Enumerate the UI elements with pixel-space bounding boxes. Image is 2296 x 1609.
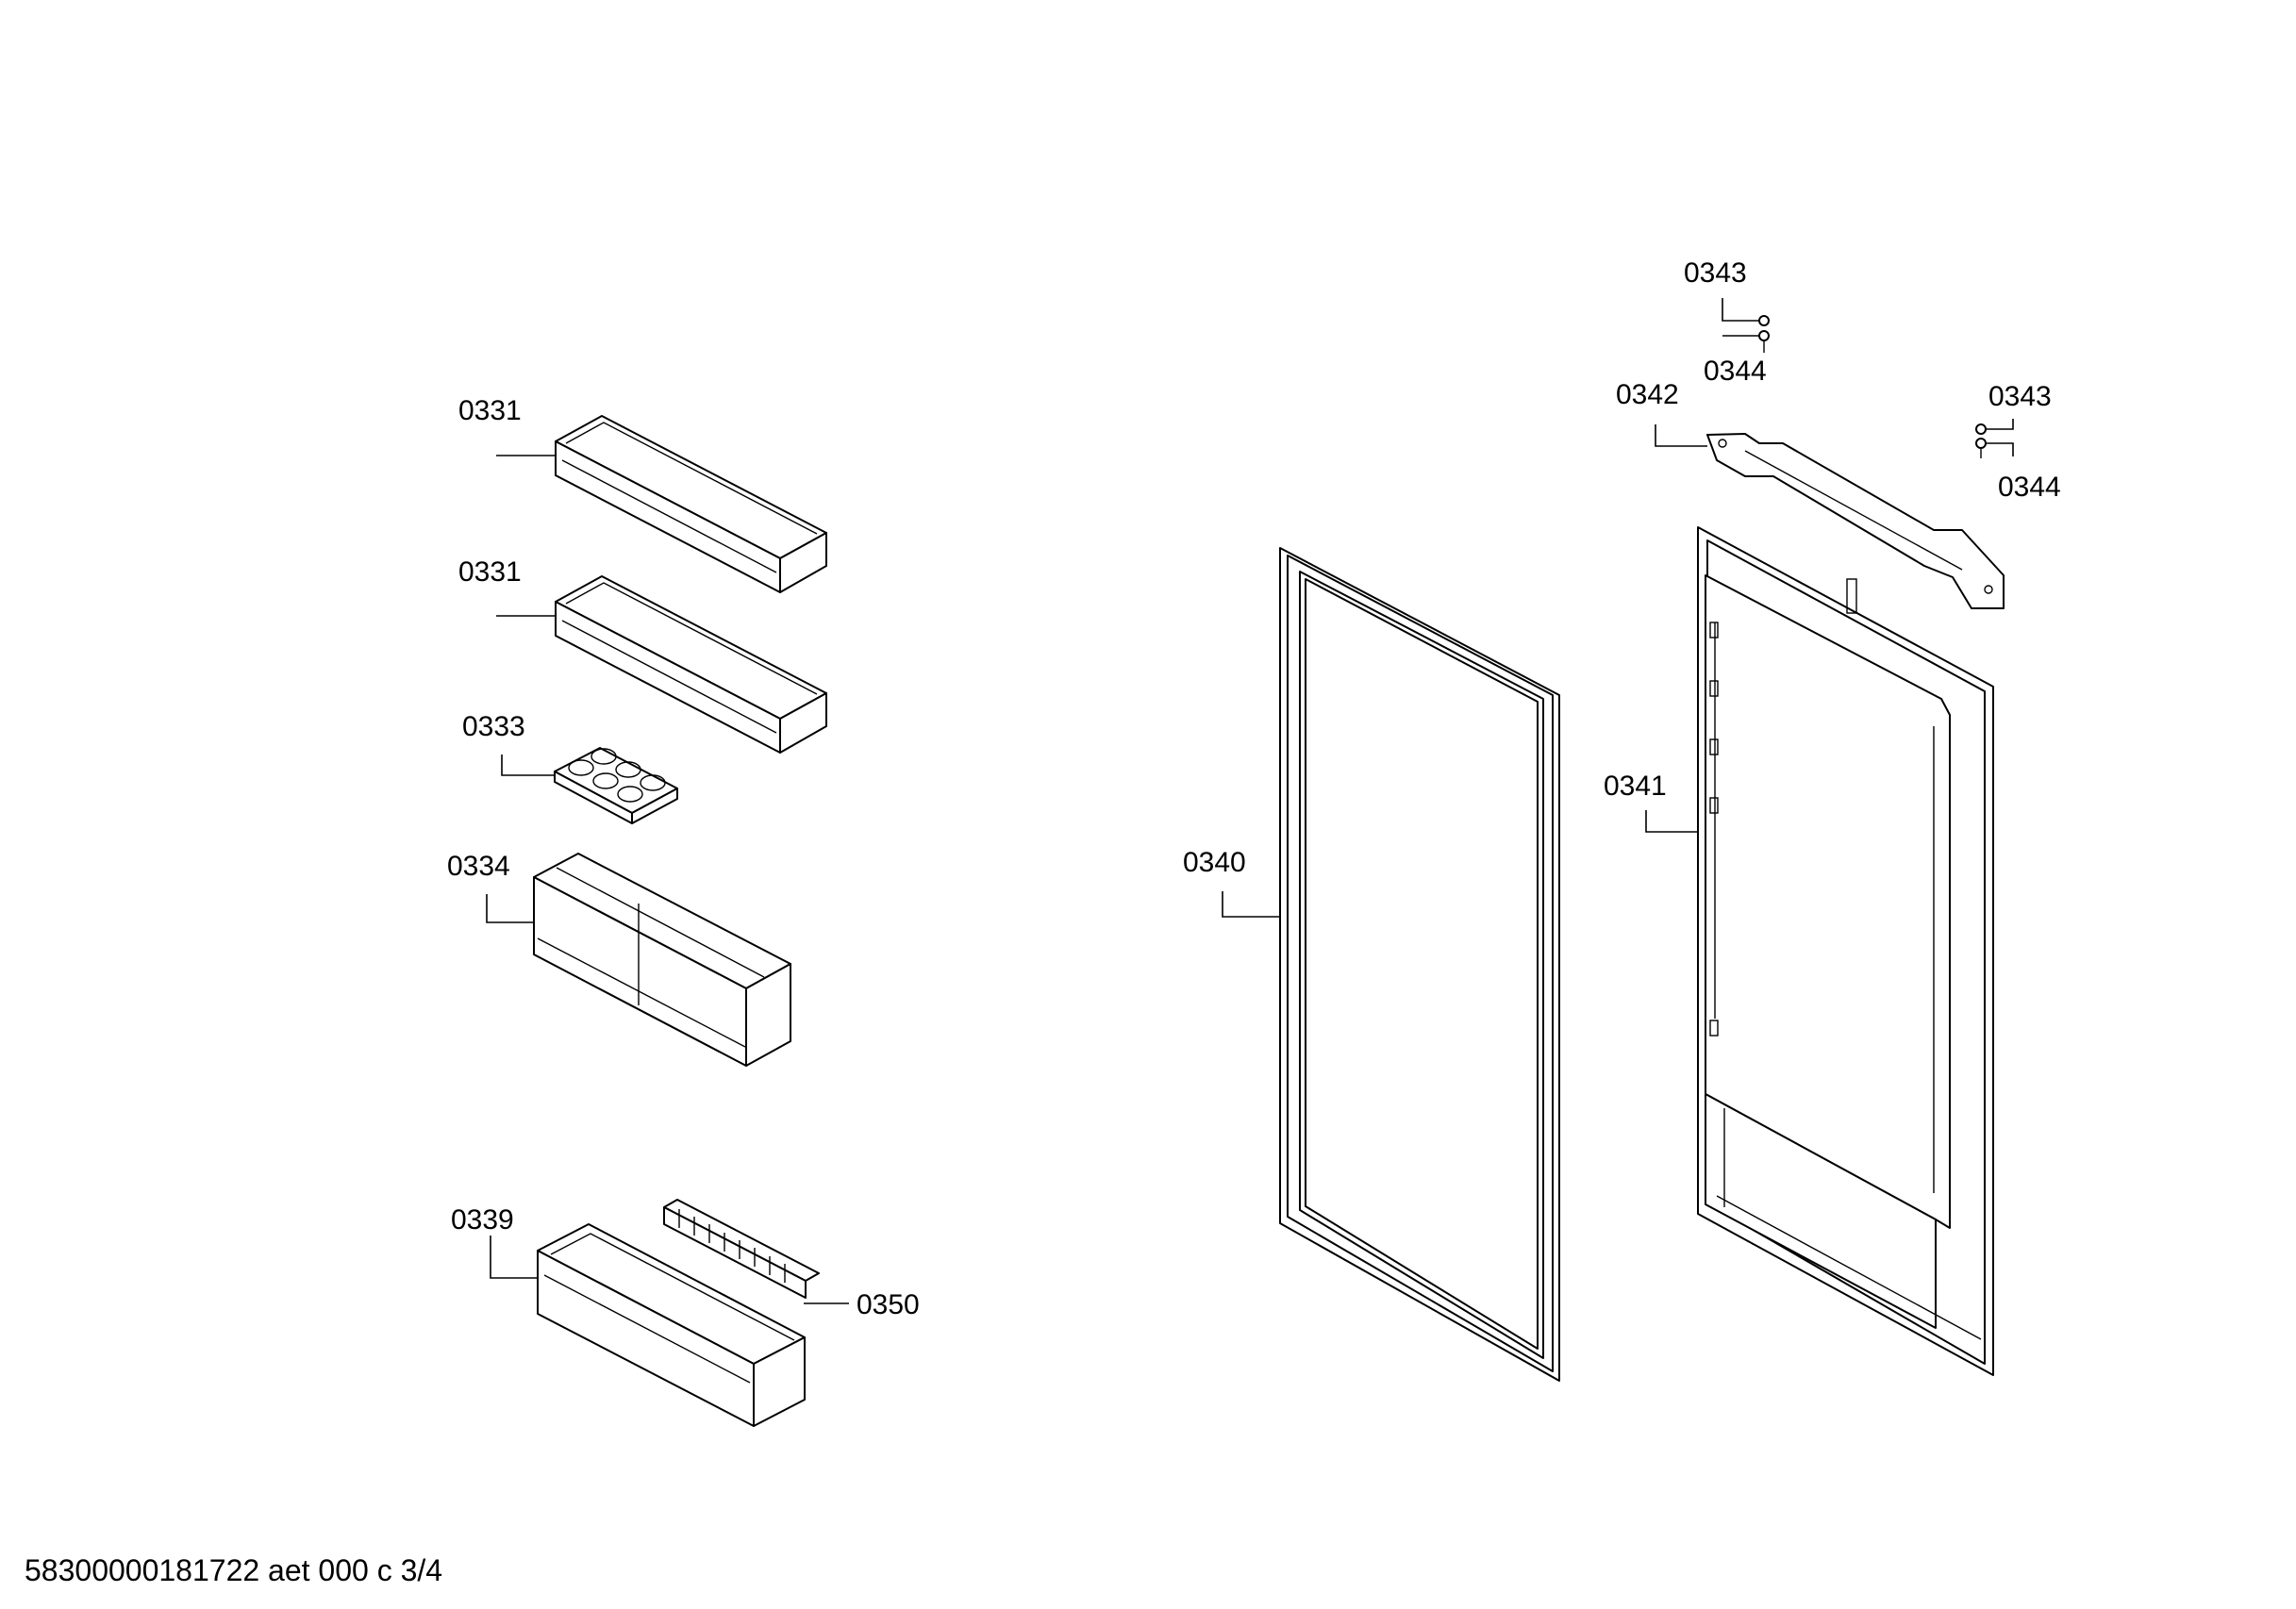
bottle-retainer-0350[interactable] bbox=[663, 1199, 820, 1299]
screw-0343-upper[interactable] bbox=[1758, 315, 1770, 326]
butter-compartment-0334[interactable] bbox=[533, 853, 791, 1067]
callout-label: 0331 bbox=[458, 556, 522, 588]
egg-tray-0333[interactable] bbox=[554, 747, 678, 824]
callout-label: 0340 bbox=[1183, 847, 1246, 878]
callout-0339: 0339 bbox=[451, 1204, 538, 1279]
callout-0340: 0340 bbox=[1183, 847, 1280, 918]
door-shelf-0331-top[interactable] bbox=[555, 415, 827, 593]
document-id: 58300000181722 aet 000 c 3/4 bbox=[25, 1553, 443, 1587]
hinge-bracket-0342[interactable] bbox=[1706, 433, 2005, 609]
callout-label: 0334 bbox=[447, 851, 510, 882]
callout-0341: 0341 bbox=[1604, 771, 1698, 833]
screw-0343-right[interactable] bbox=[1975, 423, 1987, 435]
screw-0344-upper[interactable] bbox=[1758, 330, 1770, 353]
callout-0343-upper: 0343 bbox=[1684, 257, 1759, 322]
callout-0331-second: 0331 bbox=[458, 556, 556, 617]
screw-0344-right[interactable] bbox=[1975, 438, 1987, 458]
callout-label: 0341 bbox=[1604, 771, 1667, 802]
callout-0342: 0342 bbox=[1616, 379, 1707, 447]
callout-0350: 0350 bbox=[804, 1289, 920, 1320]
callout-0334: 0334 bbox=[447, 851, 534, 923]
callout-0344-upper: 0344 bbox=[1704, 335, 1767, 387]
door-gasket-0340[interactable] bbox=[1279, 547, 1560, 1382]
callout-label: 0344 bbox=[1704, 356, 1767, 387]
callout-label: 0343 bbox=[1988, 381, 2052, 412]
bottle-shelf-0339[interactable] bbox=[537, 1223, 806, 1427]
callout-label: 0344 bbox=[1998, 472, 2061, 503]
callout-0333: 0333 bbox=[462, 711, 555, 776]
callout-0331-top: 0331 bbox=[458, 395, 556, 456]
door-panel-0341[interactable] bbox=[1697, 526, 1994, 1376]
callout-label: 0333 bbox=[462, 711, 525, 742]
door-shelf-0331-second[interactable] bbox=[555, 575, 827, 754]
callout-0343-right: 0343 bbox=[1986, 381, 2052, 430]
callout-label: 0350 bbox=[857, 1289, 920, 1320]
callout-label: 0339 bbox=[451, 1204, 514, 1236]
callout-0344-right: 0344 bbox=[1986, 442, 2061, 503]
callout-label: 0343 bbox=[1684, 257, 1747, 289]
callout-label: 0342 bbox=[1616, 379, 1679, 410]
callout-label: 0331 bbox=[458, 395, 522, 426]
